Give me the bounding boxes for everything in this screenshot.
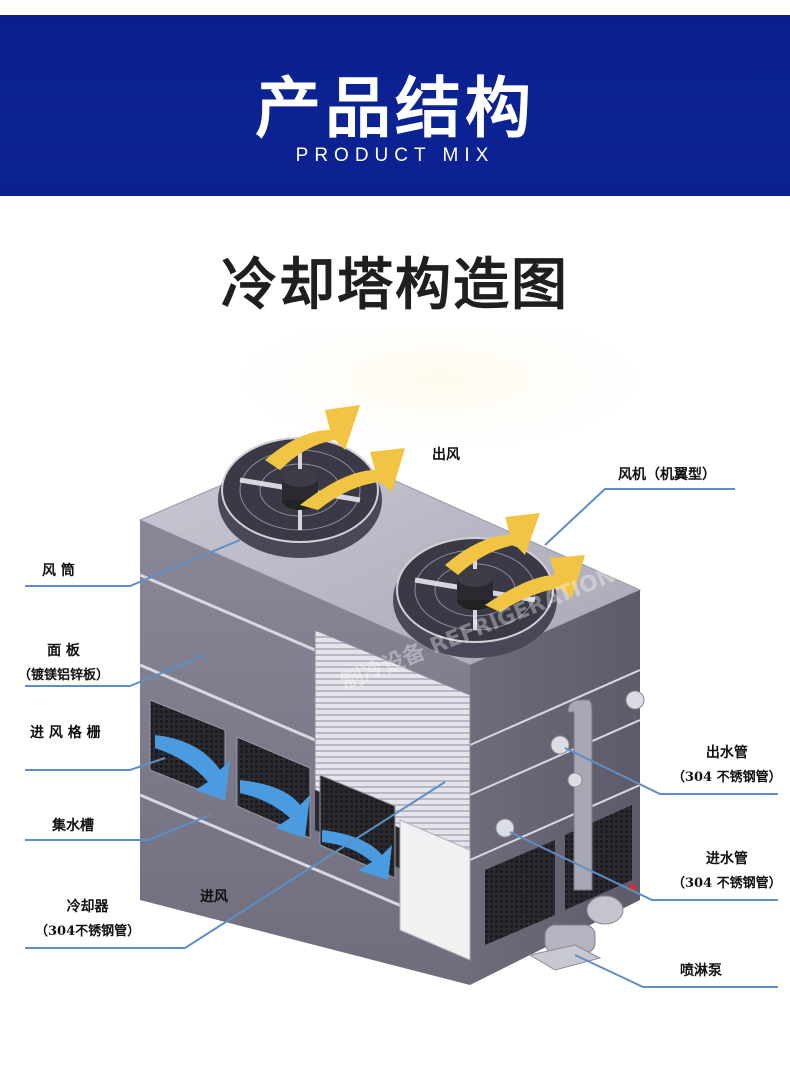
cooling-tower-illustration: 制冷设备 REFRIGERATION EQUIPMENT [25,290,778,988]
label-cooler: 冷却器 （304不锈钢管） [35,896,140,939]
leader-line-panel [25,654,206,687]
air-out-arrow [445,513,540,575]
leader-line-inlet-louver [25,757,166,771]
fan-assembly [218,437,382,558]
label-air-out: 出风 [432,447,460,463]
cooling-tower-diagram: 制冷设备 REFRIGERATION EQUIPMENT 出风 风机（机翼型） … [0,290,790,1079]
label-fan-cylinder: 风 筒 [42,563,75,579]
air-out-arrow [300,448,405,510]
leader-line-fan-cylinder [25,539,241,587]
label-water-basin: 集水槽 [52,818,94,834]
panel-seam [139,573,316,652]
label-panel: 面 板 （镀镁铝锌板） [18,640,109,683]
label-air-in: 进风 [200,889,228,905]
label-panel-material: （镀镁铝锌板） [18,668,110,683]
background-glow [180,290,700,470]
label-inlet-louver: 进 风 格 栅 [30,725,101,741]
label-spray-pump: 喷淋泵 [680,963,722,979]
label-inlet-pipe-name: 进水管 [705,851,748,867]
leader-line-inlet-pipe [509,831,778,901]
panel-seam [469,719,641,796]
fan-assembly [393,537,557,658]
label-outlet-pipe-name: 出水管 [705,745,748,761]
diagram-title: 冷却塔构造图 [221,253,569,318]
panel-seam [469,784,641,861]
access-panel [399,819,471,961]
label-inlet-pipe-material: （304 不锈钢管） [672,876,782,891]
header-banner: 产品结构 PRODUCT MIX [0,15,790,196]
inlet-louver [485,840,555,945]
air-out-arrow [485,555,585,612]
leader-line-outlet-pipe [564,747,778,795]
label-outlet-pipe-material: （304 不锈钢管） [672,770,782,785]
air-in-arrow [240,780,310,838]
leader-line-water-basin [25,814,211,841]
leader-lines [25,488,778,988]
leader-line-fan [544,488,735,546]
label-inlet-pipe: 进水管 （304 不锈钢管） [672,848,782,891]
label-fan: 风机（机翼型） [618,467,716,483]
air-in-arrow [155,735,230,800]
pipework [495,690,645,971]
air-out-arrow [265,405,360,470]
label-cooler-name: 冷却器 [66,899,109,915]
header-subtitle: PRODUCT MIX [295,145,495,166]
label-cooler-material: （304不锈钢管） [35,924,141,939]
leader-line-cooler [25,781,446,949]
leader-line-spray-pump [574,954,778,988]
header-title: 产品结构 [255,70,535,147]
label-outlet-pipe: 出水管 （304 不锈钢管） [672,742,782,785]
panel-seam [139,663,316,742]
air-in-arrow [322,830,392,880]
label-panel-name: 面 板 [47,643,80,659]
panel-seam [469,669,641,746]
